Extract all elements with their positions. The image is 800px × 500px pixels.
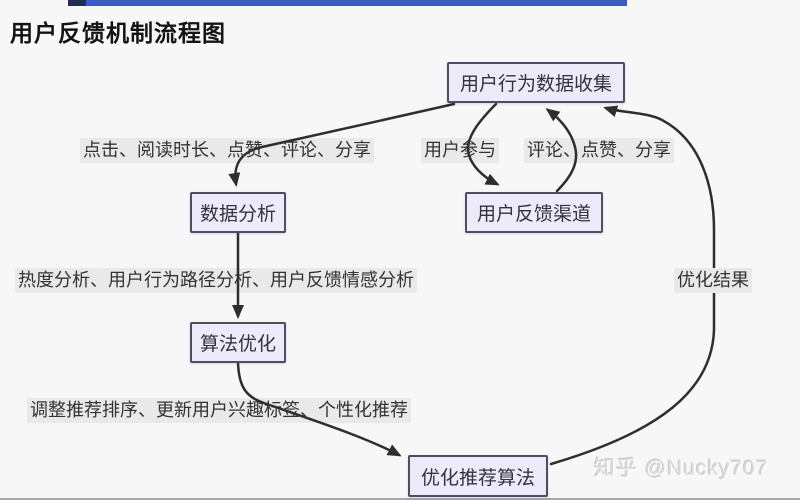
page-title: 用户反馈机制流程图 (10, 20, 226, 46)
edge-collect-to-analysis (228, 102, 456, 187)
node-algorithm-optimization: 算法优化 (190, 322, 286, 363)
edge-label-click-read-like-comment-share: 点击、阅读时长、点赞、评论、分享 (80, 138, 374, 163)
node-user-feedback-channel: 用户反馈渠道 (465, 192, 603, 233)
edge-label-optimization-result: 优化结果 (674, 268, 752, 293)
top-accent-bar (68, 0, 627, 6)
node-user-behavior-data-collection: 用户行为数据收集 (447, 62, 625, 103)
edge-optimize-to-collect (549, 105, 716, 466)
bottom-edge-bar (0, 498, 800, 500)
edge-label-analysis-types: 热度分析、用户行为路径分析、用户反馈情感分析 (15, 268, 417, 293)
edge-collect-to-channel (466, 102, 500, 186)
edge-label-user-engagement: 用户参与 (421, 138, 499, 163)
edge-channel-to-collect (545, 108, 578, 193)
node-optimize-recommendation-algorithm: 优化推荐算法 (408, 455, 548, 497)
edge-label-comment-like-share: 评论、点赞、分享 (524, 138, 674, 163)
edge-algo-to-optimize (236, 361, 402, 457)
top-accent-bar-dark-segment (68, 0, 86, 6)
node-data-analysis: 数据分析 (190, 192, 286, 233)
zhihu-watermark: 知乎 @Nucky707 (594, 457, 769, 480)
edge-label-adjustments: 调整推荐排序、更新用户兴趣标签、个性化推荐 (27, 398, 411, 423)
